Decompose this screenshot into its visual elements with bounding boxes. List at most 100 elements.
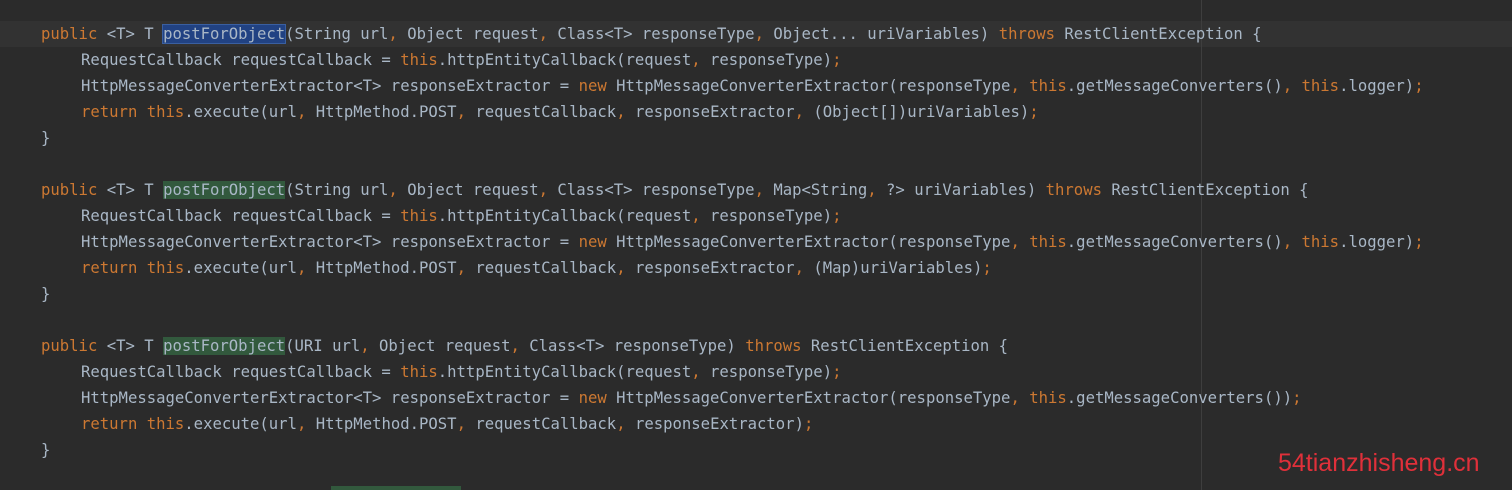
param-request: Object request <box>407 25 539 43</box>
code-text: responseExtractor <box>634 103 795 121</box>
method2-signature[interactable]: public <T> T postForObject(String url, O… <box>41 177 1309 203</box>
comma: , <box>1010 77 1030 95</box>
code-text: requestCallback <box>475 259 617 277</box>
param-response-type: Class<T> responseType) <box>529 337 746 355</box>
method1-line2[interactable]: HttpMessageConverterExtractor<T> respons… <box>41 73 1424 99</box>
code-text: responseType) <box>710 51 833 69</box>
keyword-this: this <box>146 259 185 277</box>
comma: , <box>1010 233 1030 251</box>
comma: , <box>538 181 558 199</box>
keyword-this: this <box>400 363 438 381</box>
next-usage-highlight-partial <box>331 486 461 490</box>
param-response-type: Class<T> responseType <box>557 25 755 43</box>
code-text: (Map)uriVariables) <box>813 259 983 277</box>
semicolon: ; <box>982 259 992 277</box>
code-text: RequestCallback requestCallback = <box>81 51 401 69</box>
code-text: HttpMessageConverterExtractor<T> respons… <box>81 77 579 95</box>
semicolon: ; <box>803 415 814 433</box>
keyword-return: return <box>81 103 138 121</box>
method-name-selected[interactable]: postForObject <box>162 24 287 44</box>
keyword-public: public <box>41 25 98 43</box>
comma: , <box>691 363 711 381</box>
param-url: (String url <box>285 25 389 43</box>
method3-line3[interactable]: return this.execute(url, HttpMethod.POST… <box>41 411 813 437</box>
comma: , <box>794 103 814 121</box>
keyword-new: new <box>578 389 607 407</box>
watermark: 54tianzhisheng.cn <box>1278 449 1480 477</box>
comma: , <box>616 415 635 433</box>
return-type: T <box>134 181 164 199</box>
comma: , <box>754 25 774 43</box>
method-name-usage[interactable]: postForObject <box>163 181 286 199</box>
method2-line3[interactable]: return this.execute(url, HttpMethod.POST… <box>41 255 992 281</box>
code-text: RequestCallback requestCallback = <box>81 207 401 225</box>
keyword-public: public <box>41 181 98 199</box>
code-text: HttpMessageConverterExtractor<T> respons… <box>81 389 579 407</box>
generic-type: <T> <box>106 25 135 43</box>
semicolon: ; <box>1292 389 1302 407</box>
param-response-type: Class<T> responseType <box>557 181 755 199</box>
comma: , <box>510 337 530 355</box>
keyword-throws: throws <box>745 337 802 355</box>
method3-signature[interactable]: public <T> T postForObject(URI url, Obje… <box>41 333 1008 359</box>
code-text: .httpEntityCallback(request <box>437 207 692 225</box>
code-text: .logger) <box>1339 233 1415 251</box>
method2-line1[interactable]: RequestCallback requestCallback = this.h… <box>41 203 841 229</box>
method1-signature[interactable]: public <T> T postForObject(String url, O… <box>41 21 1262 47</box>
keyword-new: new <box>578 233 607 251</box>
code-text: HttpMessageConverterExtractor<T> respons… <box>81 233 579 251</box>
param-request: Object request <box>407 181 539 199</box>
comma: , <box>296 259 316 277</box>
comma: , <box>794 259 814 277</box>
method1-line3[interactable]: return this.execute(url, HttpMethod.POST… <box>41 99 1039 125</box>
comma: , <box>456 415 476 433</box>
code-text: requestCallback <box>475 103 617 121</box>
param-url: (String url <box>285 181 389 199</box>
code-text: HttpMessageConverterExtractor(responseTy… <box>606 389 1011 407</box>
comma: , <box>456 259 476 277</box>
comma: , <box>296 103 316 121</box>
keyword-this: this <box>1029 233 1067 251</box>
comma: , <box>616 259 635 277</box>
method1-close-brace[interactable]: } <box>41 129 51 147</box>
param-uri-variables: ?> uriVariables) <box>886 181 1046 199</box>
generic-type: <T> <box>106 181 135 199</box>
return-type: T <box>134 337 164 355</box>
keyword-this: this <box>146 103 185 121</box>
space <box>137 259 146 277</box>
method2-line2[interactable]: HttpMessageConverterExtractor<T> respons… <box>41 229 1424 255</box>
semicolon: ; <box>1414 77 1424 95</box>
method3-close-brace[interactable]: } <box>41 441 51 459</box>
comma: , <box>1282 233 1302 251</box>
code-text: RequestCallback requestCallback = <box>81 363 401 381</box>
param-map: Map<String <box>773 181 868 199</box>
method-name-usage[interactable]: postForObject <box>163 337 286 355</box>
exception-type: RestClientException { <box>1055 25 1262 43</box>
param-url: (URI url <box>285 337 361 355</box>
keyword-this: this <box>400 207 438 225</box>
semicolon: ; <box>832 363 842 381</box>
return-type: T <box>134 25 164 43</box>
method1-line1[interactable]: RequestCallback requestCallback = this.h… <box>41 47 841 73</box>
keyword-throws: throws <box>998 25 1056 43</box>
code-text: .execute(url <box>184 103 297 121</box>
comma: , <box>1282 77 1302 95</box>
code-text: responseExtractor) <box>634 415 804 433</box>
method3-line1[interactable]: RequestCallback requestCallback = this.h… <box>41 359 841 385</box>
keyword-this: this <box>400 51 438 69</box>
method2-close-brace[interactable]: } <box>41 285 51 303</box>
comma: , <box>691 207 711 225</box>
code-text: .httpEntityCallback(request <box>437 363 692 381</box>
exception-type: RestClientException { <box>801 337 1009 355</box>
comma: , <box>296 415 316 433</box>
code-text: .getMessageConverters()) <box>1066 389 1293 407</box>
keyword-return: return <box>81 415 138 433</box>
code-text: HttpMethod.POST <box>315 259 457 277</box>
keyword-this: this <box>1029 389 1067 407</box>
param-uri-variables: Object... uriVariables) <box>773 25 999 43</box>
keyword-new: new <box>578 77 607 95</box>
method3-line2[interactable]: HttpMessageConverterExtractor<T> respons… <box>41 385 1302 411</box>
comma: , <box>754 181 774 199</box>
code-text: .httpEntityCallback(request <box>437 51 692 69</box>
